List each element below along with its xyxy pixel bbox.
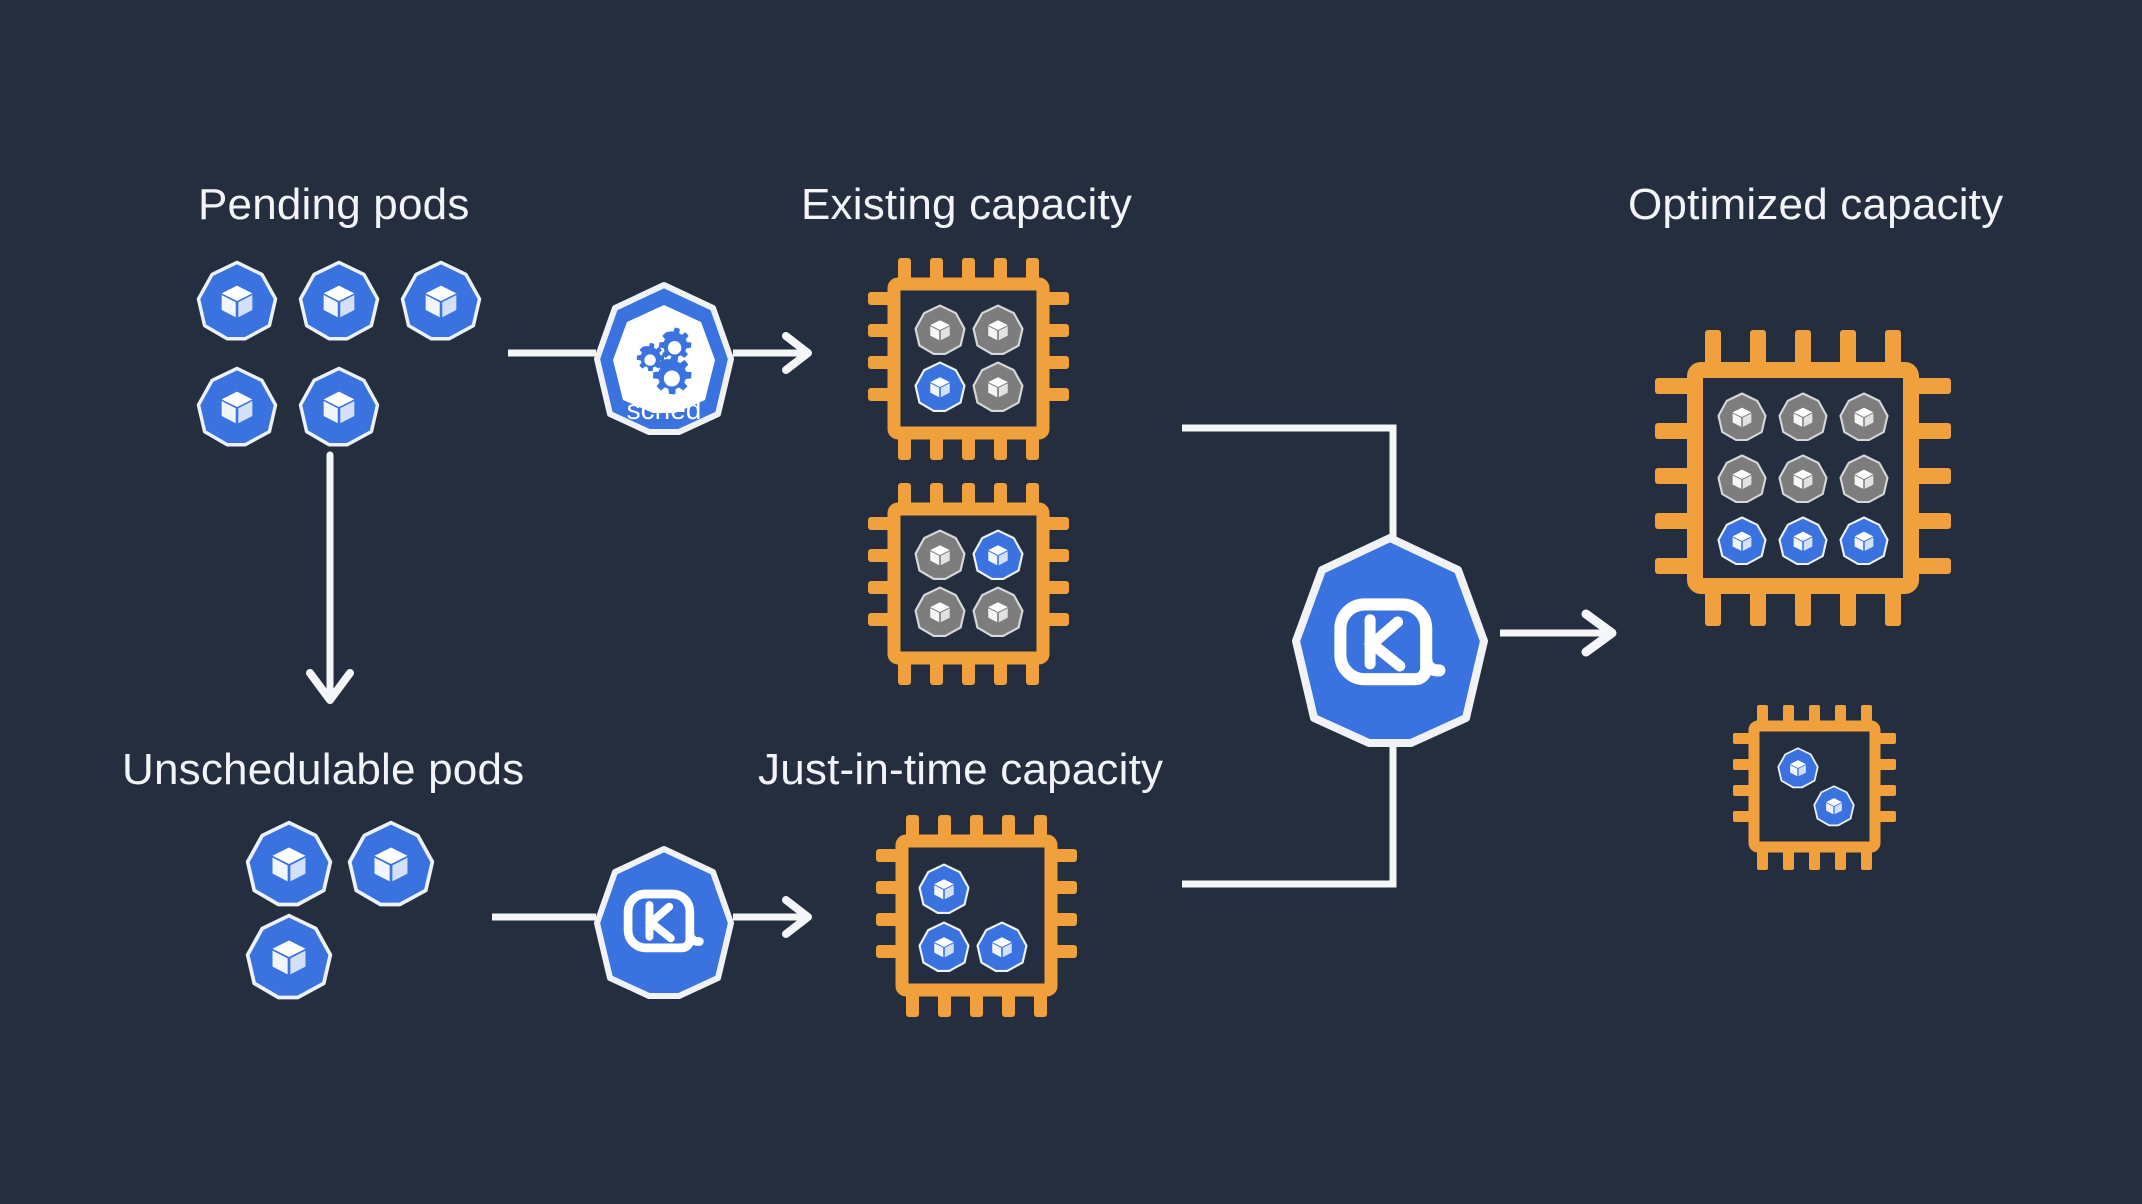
chip-pod-blue [1778,748,1817,787]
connector-scheduler-to-existing [733,332,812,374]
chip-pod-blue [920,865,969,913]
chip-body [1687,362,1919,594]
connector-jit-to-consolidator [1182,724,1397,888]
jit-chip[interactable] [876,815,1077,1017]
existing-chip-top[interactable] [868,258,1069,460]
chip-pod-gray [916,588,965,636]
unschedulable-pod [248,916,331,998]
kubernetes-heptagon-icon [1292,534,1488,747]
pending-pod [402,262,479,338]
chip-pod-gray [1841,394,1888,441]
pending-pod [300,368,377,444]
label-pending-pods: Pending pods [198,180,470,229]
chip-pod-blue [920,923,969,971]
chip-pod-blue [1841,518,1888,565]
optimized-chip-small[interactable] [1733,705,1896,870]
chip-pod-blue [1780,518,1827,565]
chip-pod-blue [1719,518,1766,565]
unschedulable-pod [248,823,331,905]
chip-body [895,834,1058,997]
chip-pod-gray [974,306,1023,354]
chip-body [887,277,1050,440]
chip-pod-gray [1780,394,1827,441]
label-unschedulable-pods: Unschedulable pods [122,745,525,794]
scheduler-node[interactable]: sched [594,282,734,435]
pending-pod [300,262,377,338]
chip-pod-gray [1719,456,1766,503]
chip-pod-blue [978,923,1027,971]
connector-consolidator-to-optimized [1500,609,1617,657]
chip-pod-blue [916,363,965,411]
kubernetes-heptagon-icon [594,846,734,999]
chip-pod-gray [1719,394,1766,441]
connector-pending-to-unschedulable [306,451,354,704]
chip-pod-blue [1814,786,1853,825]
scheduler-inner-plate [613,305,715,413]
unschedulable-pod [350,823,433,905]
label-existing-capacity: Existing capacity [801,180,1133,229]
existing-chip-bottom[interactable] [868,483,1069,685]
pending-pod [198,262,275,338]
connector-karpenter-to-jit [733,896,812,938]
chip-pod-gray [974,588,1023,636]
chip-body [887,502,1050,665]
chip-pod-gray [1841,456,1888,503]
chip-pod-gray [916,531,965,579]
label-optimized-capacity: Optimized capacity [1628,180,2004,229]
scheduler-caption: sched [627,394,702,425]
chip-pod-blue [974,531,1023,579]
chip-body [1748,720,1881,853]
pending-pods-group [198,262,479,444]
karpenter-jit-node[interactable] [594,846,734,999]
optimized-chip-large[interactable] [1655,330,1951,626]
karpenter-consolidator-node[interactable] [1292,534,1488,747]
chip-pod-gray [1780,456,1827,503]
unschedulable-pods-group [248,823,433,998]
chip-pod-gray [916,306,965,354]
label-jit-capacity: Just-in-time capacity [758,745,1164,794]
pending-pod [198,368,275,444]
chip-pod-gray [974,363,1023,411]
